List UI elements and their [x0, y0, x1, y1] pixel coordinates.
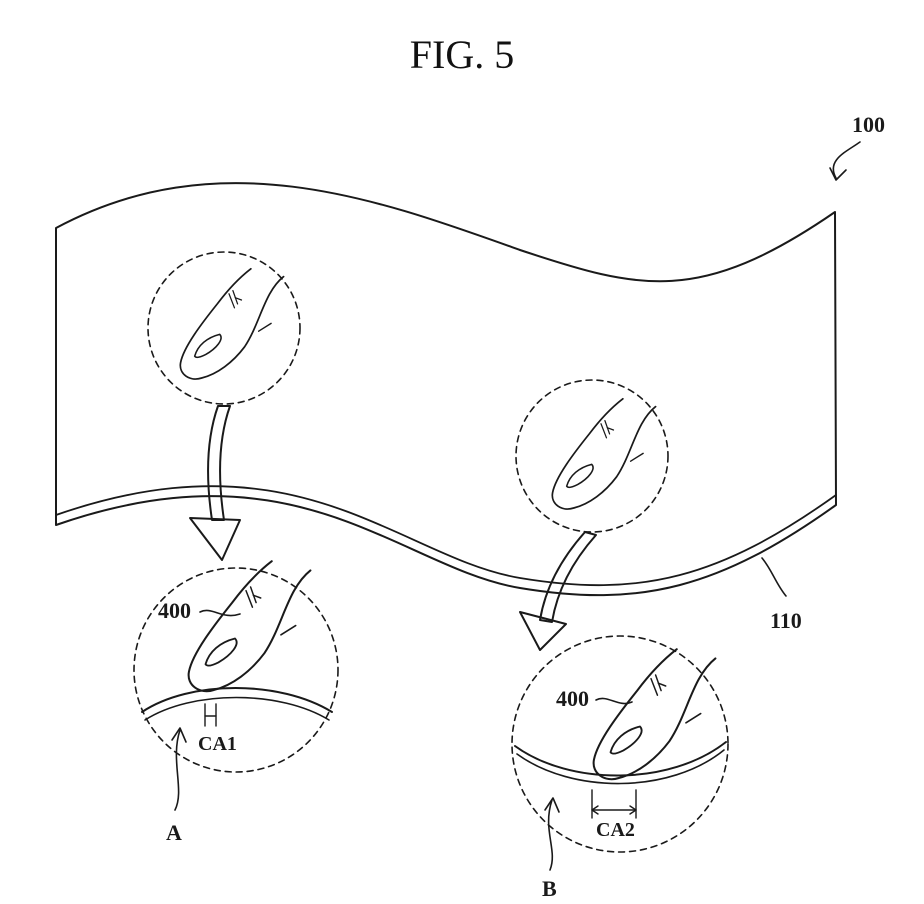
touch-circle-upper-right	[515, 379, 669, 533]
contact-detail-circle-a	[133, 560, 339, 811]
label-contact-ca1: CA1	[198, 733, 237, 755]
label-device-100: 100	[852, 112, 885, 137]
label-region-a: A	[166, 820, 182, 845]
label-finger-b-400: 400	[556, 686, 589, 711]
flexible-display-panel	[55, 182, 837, 597]
leader-device-100	[832, 141, 861, 179]
leader-finger-a-400	[199, 609, 241, 617]
figure-title: FIG. 5	[410, 32, 514, 77]
leader-device-100-arrowhead	[829, 167, 847, 181]
arrow-to-region-a	[189, 405, 241, 561]
touch-circle-upper-left	[147, 251, 301, 405]
label-finger-a-400: 400	[158, 598, 191, 623]
label-contact-ca2: CA2	[596, 819, 635, 841]
leader-finger-b-400	[595, 697, 633, 705]
contact-detail-circle-b	[511, 635, 729, 871]
label-region-b: B	[542, 876, 557, 901]
arrow-to-region-b	[519, 531, 597, 651]
leader-substrate-110	[761, 557, 787, 597]
label-substrate-110: 110	[770, 608, 802, 633]
